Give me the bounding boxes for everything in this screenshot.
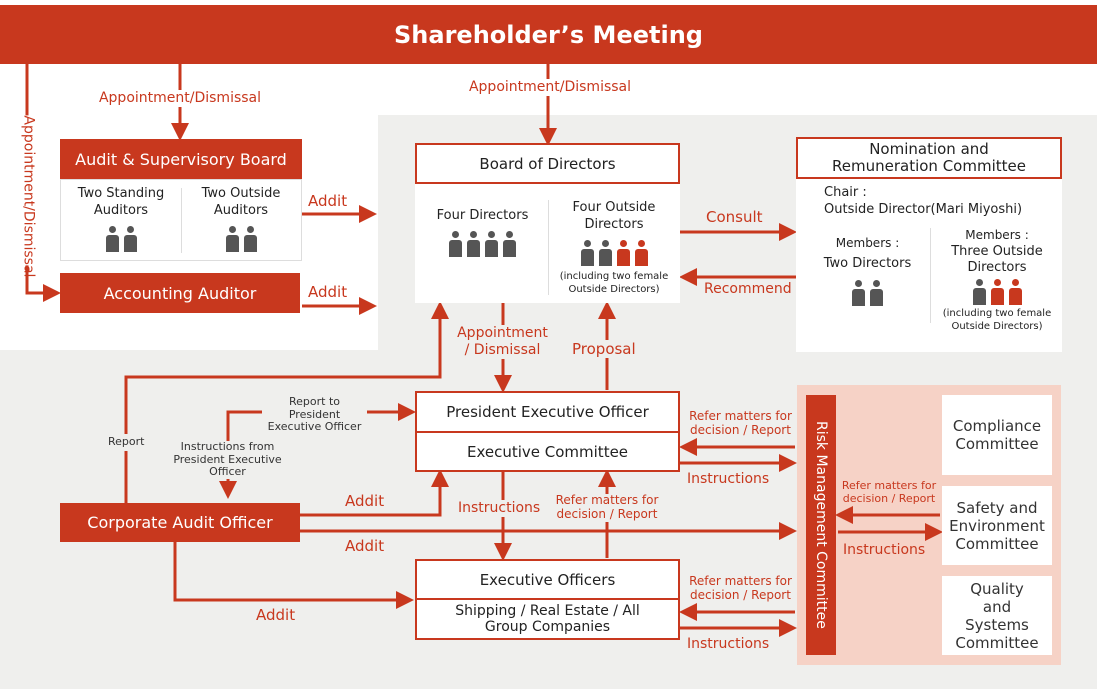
audit-board-members: Two Standing Auditors Two Outside Audito… <box>60 179 302 261</box>
recommend-label: Recommend <box>704 281 792 297</box>
outside-auditors-label: Two Outside Auditors <box>201 186 281 218</box>
appointment-dismissal-audit-label: Appointment/Dismissal <box>95 90 265 107</box>
addit-label: Addit <box>308 283 348 301</box>
person-icons <box>932 279 1062 306</box>
appointment-dismissal-board-label: Appointment/Dismissal <box>465 79 635 96</box>
refer-matters-label: Refer matters for decision / Report <box>689 574 792 602</box>
instructions-label: Instructions <box>687 636 770 652</box>
consult-label: Consult <box>706 208 763 226</box>
instructions-from-peo-label: Instructions from President Executive Of… <box>155 440 300 479</box>
members-label: Members : <box>965 228 1029 242</box>
risk-management-committee: Risk Management Committee <box>806 395 836 655</box>
two-directors-label: Two Directors <box>823 255 912 271</box>
female-directors-note: (including two female Outside Directors) <box>559 270 669 295</box>
appointment-dismissal-peo-label: Appointment / Dismissal <box>455 325 550 359</box>
safety-environment-committee: Safety and Environment Committee <box>942 486 1052 565</box>
addit-label: Addit <box>345 537 385 555</box>
instructions-label: Instructions <box>687 471 770 487</box>
audit-supervisory-board-title: Audit & Supervisory Board <box>60 139 302 179</box>
refer-matters-label: Refer matters for decision / Report <box>841 479 937 505</box>
board-of-directors-title: Board of Directors <box>415 143 680 184</box>
standing-auditors-label: Two Standing Auditors <box>77 186 165 218</box>
refer-matters-label: Refer matters for decision / Report <box>689 409 792 437</box>
three-outside-directors-label: Three Outside Directors <box>951 243 1043 276</box>
nomination-committee-title: Nomination and Remuneration Committee <box>796 137 1062 179</box>
compliance-committee: Compliance Committee <box>942 395 1052 475</box>
addit-label: Addit <box>256 606 296 624</box>
four-directors-label: Four Directors <box>436 208 529 223</box>
addit-label: Addit <box>308 192 348 210</box>
chair-label: Chair : <box>824 185 867 200</box>
instructions-label: Instructions <box>458 500 541 517</box>
report-label: Report <box>108 434 145 451</box>
person-icons <box>550 239 678 266</box>
corporate-audit-officer: Corporate Audit Officer <box>60 503 300 542</box>
person-icons <box>800 280 935 307</box>
person-icons <box>420 230 545 257</box>
quality-systems-committee: Quality and Systems Committee <box>942 576 1052 655</box>
accounting-auditor: Accounting Auditor <box>60 273 300 313</box>
appointment-dismissal-vertical-label: Appointment/Dismissal <box>19 115 37 278</box>
report-to-peo-label: Report to President Executive Officer <box>262 395 367 434</box>
members-label: Members : <box>835 236 900 250</box>
executive-officers: Executive Officers <box>415 559 680 600</box>
executive-committee: Executive Committee <box>415 431 680 472</box>
four-outside-directors-label: Four Outside Directors <box>572 200 656 232</box>
chair-name: Outside Director(Mari Miyoshi) <box>824 201 1023 217</box>
president-executive-officer: President Executive Officer <box>415 391 680 433</box>
executive-officers-scope: Shipping / Real Estate / All Group Compa… <box>415 598 680 640</box>
refer-matters-label: Refer matters for decision / Report <box>548 493 666 522</box>
person-icons <box>61 225 181 252</box>
person-icons <box>181 225 301 252</box>
female-directors-note: (including two female Outside Directors) <box>942 308 1052 333</box>
shareholders-meeting: Shareholder’s Meeting <box>0 5 1097 64</box>
proposal-label: Proposal <box>572 340 636 358</box>
instructions-label: Instructions <box>843 542 926 558</box>
addit-label: Addit <box>345 492 385 510</box>
